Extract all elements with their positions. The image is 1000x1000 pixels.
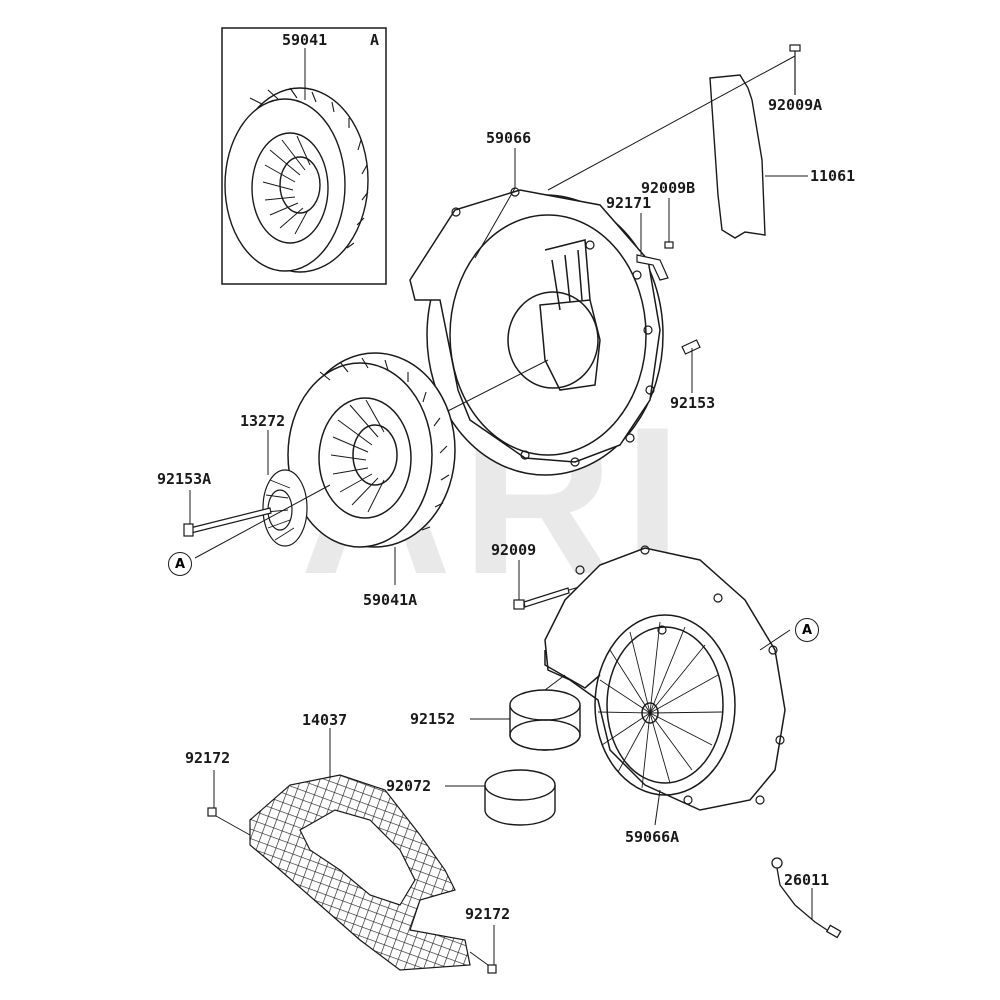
label-26011: 26011 [784,871,830,889]
inset-box [221,27,387,285]
screw-92172-bottom [469,925,497,974]
label-92009A: 92009A [768,96,823,114]
label-59066A: 59066A [625,828,680,846]
fan-housing-rear [409,148,664,476]
callout-a-left: A [168,552,192,576]
label-92171: 92171 [606,194,652,212]
label-13272: 13272 [240,412,286,430]
label-92153: 92153 [670,394,716,412]
label-59041A: 59041A [363,591,418,609]
label-92172-bottom: 92172 [465,905,511,923]
label-11061: 11061 [810,167,856,185]
bracket-92171 [636,198,674,281]
callout-a-right: A [795,618,819,642]
bolt-92153 [681,339,701,393]
screw-92172-top [207,770,251,836]
ground-wire [771,857,842,939]
label-92153A: 92153A [157,470,212,488]
ring-92152 [470,674,581,751]
inset-part-label: 59041 [282,31,328,49]
label-59066: 59066 [486,129,532,147]
impeller-inset [224,48,369,273]
label-92172-top: 92172 [185,749,231,767]
fan-housing-front [544,545,791,826]
cover-plate [709,74,808,239]
label-92009: 92009 [491,541,537,559]
mesh-screen [249,728,471,971]
bolt-92153A [183,484,331,559]
label-14037: 14037 [302,711,348,729]
label-92009B: 92009B [641,179,696,197]
impeller-59041A [287,352,456,585]
label-92152: 92152 [410,710,456,728]
bolt-92009A [547,44,801,191]
label-92072: 92072 [386,777,432,795]
ring-92072 [445,769,556,826]
hub-13272 [262,430,308,547]
inset-ref-letter: A [370,31,380,49]
